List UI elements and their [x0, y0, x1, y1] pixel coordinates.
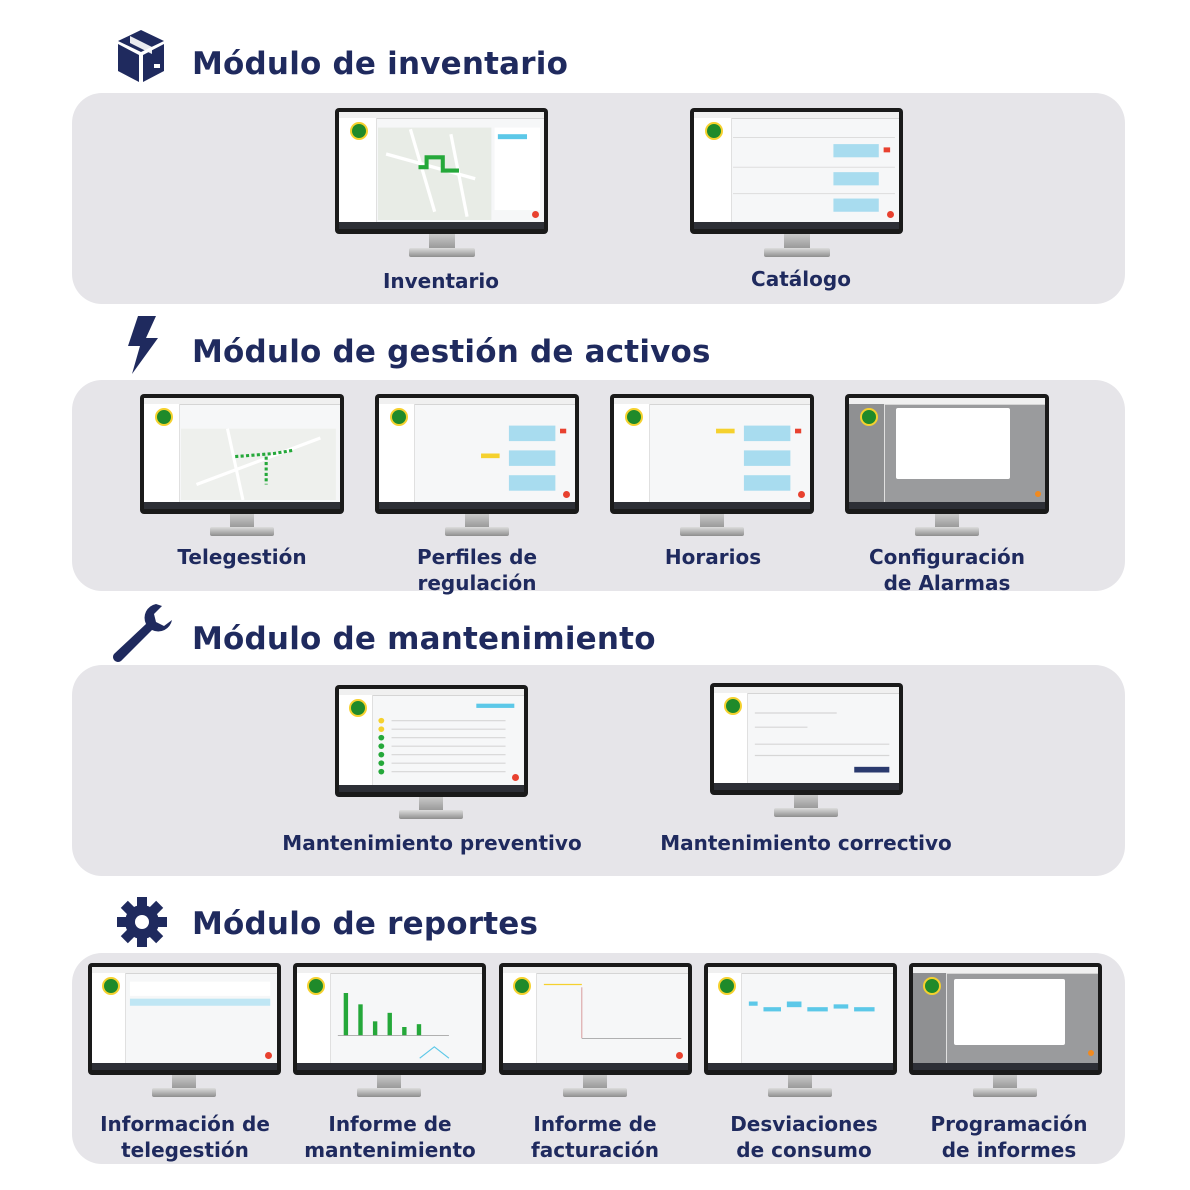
- label-horarios: Horarios: [664, 545, 762, 569]
- monitor-desviaciones[interactable]: [704, 963, 897, 1099]
- label-preventivo: Mantenimiento preventivo: [282, 831, 582, 855]
- label-informe-mantenimiento: Informe de mantenimiento: [304, 1112, 476, 1162]
- label-info-telegestion: Información de telegestión: [100, 1112, 270, 1162]
- monitor-horarios[interactable]: [610, 394, 814, 539]
- label-desviaciones: Desviaciones de consumo: [730, 1112, 878, 1162]
- monitor-informe-facturacion[interactable]: [499, 963, 692, 1099]
- panel-mantenimiento: [72, 665, 1125, 876]
- label-alarmas: Configuración de Alarmas: [868, 545, 1026, 595]
- label-perfiles: Perfiles de regulación: [416, 545, 538, 595]
- panel-inventario: [72, 93, 1125, 304]
- label-catalogo: Catálogo: [751, 267, 851, 291]
- label-informe-facturacion: Informe de facturación: [531, 1112, 659, 1162]
- monitor-telegestion[interactable]: [140, 394, 344, 539]
- section-title-activos: Módulo de gestión de activos: [192, 334, 711, 370]
- monitor-perfiles[interactable]: [375, 394, 579, 539]
- section-title-inventario: Módulo de inventario: [192, 46, 569, 82]
- monitor-catalogo[interactable]: [690, 108, 903, 258]
- lightning-bolt-icon: [128, 316, 158, 374]
- monitor-info-telegestion[interactable]: [88, 963, 281, 1099]
- section-title-mantenimiento: Módulo de mantenimiento: [192, 621, 656, 657]
- label-telegestion: Telegestión: [177, 545, 307, 569]
- label-inventario: Inventario: [382, 269, 500, 293]
- monitor-correctivo[interactable]: [710, 683, 903, 819]
- label-correctivo: Mantenimiento correctivo: [660, 831, 952, 855]
- monitor-preventivo[interactable]: [335, 685, 528, 821]
- wrench-icon: [113, 604, 172, 662]
- monitor-programacion[interactable]: [909, 963, 1102, 1099]
- box-icon: [118, 30, 164, 82]
- section-title-reportes: Módulo de reportes: [192, 906, 539, 942]
- monitor-informe-mantenimiento[interactable]: [293, 963, 486, 1099]
- monitor-inventario[interactable]: [335, 108, 548, 258]
- monitor-alarmas[interactable]: [845, 394, 1049, 539]
- label-programacion: Programación de informes: [930, 1112, 1088, 1162]
- gear-icon: [117, 897, 167, 947]
